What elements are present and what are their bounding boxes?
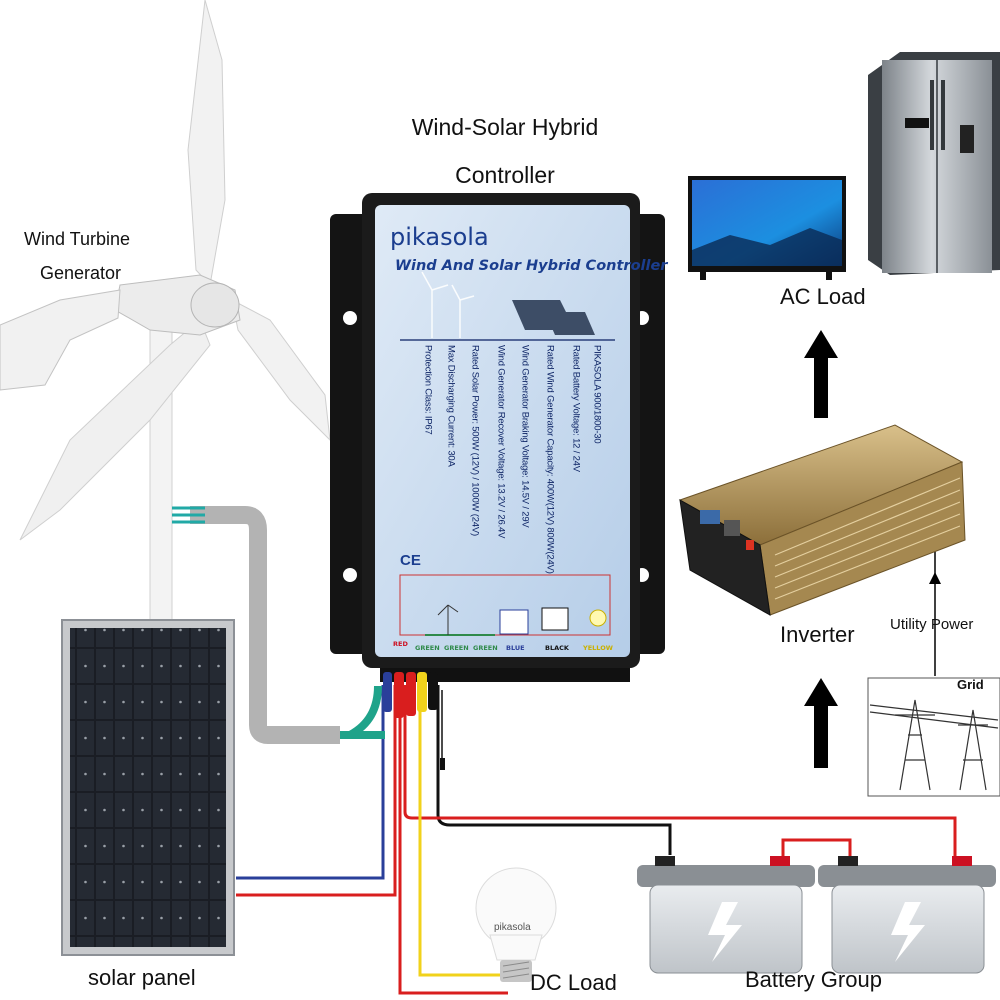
battery-2 bbox=[818, 856, 996, 974]
terminal-red: RED bbox=[393, 640, 408, 648]
wind-turbine-label-line1: Wind Turbine bbox=[24, 229, 131, 249]
spec-protection-class: Protection Class: IP67 bbox=[422, 345, 434, 435]
inverter bbox=[678, 424, 966, 616]
spec-recover-voltage: Wind Generator Recover Voltage: 13.2V / … bbox=[495, 345, 507, 539]
turbine-hub bbox=[190, 282, 240, 328]
wire-red-dcload bbox=[398, 685, 508, 995]
utility-power-label: Utility Power bbox=[890, 616, 974, 633]
wire-red-solar bbox=[236, 685, 397, 897]
wire-black bbox=[436, 685, 672, 855]
light-bulb bbox=[475, 867, 557, 982]
turbine-blade-right bbox=[231, 299, 331, 442]
terminal-blue: BLUE bbox=[506, 644, 525, 652]
grid-label: Grid bbox=[957, 677, 984, 692]
terminal-black: BLACK bbox=[545, 644, 569, 652]
terminal-green-1: GREEN bbox=[415, 644, 440, 652]
solar-panel bbox=[61, 619, 235, 956]
wires bbox=[236, 672, 957, 995]
battery-1 bbox=[637, 856, 815, 974]
controller-brand: pikasola bbox=[390, 223, 489, 251]
spec-model: PIKASOLA 900/1800-30 bbox=[591, 345, 603, 444]
inverter-label: Inverter bbox=[780, 622, 855, 647]
wire-blue-solar bbox=[236, 685, 385, 880]
wire-red-link bbox=[781, 838, 852, 860]
turbine-tail bbox=[0, 289, 121, 391]
wind-turbine-label-line2: Generator bbox=[40, 263, 122, 283]
wire-red-battery bbox=[403, 685, 957, 860]
diagram-title-line2: Controller bbox=[455, 162, 555, 188]
refrigerator bbox=[868, 52, 1000, 275]
diagram-title-line1: Wind-Solar Hybrid bbox=[411, 114, 599, 140]
ce-mark: CE bbox=[400, 552, 421, 569]
arrow-up-inverter bbox=[804, 678, 838, 768]
terminal-green-3: GREEN bbox=[473, 644, 498, 652]
spec-max-current: Max Discharging Current: 30A bbox=[445, 345, 457, 467]
dc-load-label: DC Load bbox=[530, 970, 617, 995]
spec-wind-capacity: Rated Wind Generator Capacity: 400W(12V)… bbox=[544, 345, 556, 574]
arrow-up-ac bbox=[804, 330, 838, 418]
solar-panel-label: solar panel bbox=[88, 965, 196, 990]
battery-group-label: Battery Group bbox=[745, 967, 882, 992]
ac-load-label: AC Load bbox=[780, 284, 866, 309]
turbine-blade-left bbox=[19, 319, 211, 541]
panel-wind-icon bbox=[421, 271, 475, 338]
grid-tower bbox=[867, 677, 1000, 797]
controller-box bbox=[330, 193, 665, 682]
spec-solar-power: Rated Solar Power: 500W (12V) / 1000W (2… bbox=[469, 345, 481, 536]
terminal-block bbox=[380, 668, 630, 682]
wind-cable-wires bbox=[172, 506, 205, 524]
controller-subtitle: Wind And Solar Hybrid Controller bbox=[395, 258, 668, 274]
panel-wiring-diagram bbox=[399, 574, 611, 636]
spec-battery-voltage: Rated Battery Voltage: 12 / 24V bbox=[570, 345, 582, 472]
panel-solar-icon bbox=[512, 300, 595, 335]
terminal-yellow: YELLOW bbox=[583, 644, 613, 652]
spec-braking-voltage: Wind Generator Braking Voltage: 14.5V / … bbox=[519, 345, 531, 528]
wind-turbine bbox=[0, 0, 331, 636]
terminal-green-2: GREEN bbox=[444, 644, 469, 652]
tv bbox=[688, 176, 846, 280]
turbine-blade-top bbox=[187, 0, 226, 287]
wire-yellow-dcload bbox=[418, 685, 505, 977]
bulb-brand: pikasola bbox=[494, 922, 531, 933]
wind-cable bbox=[190, 506, 340, 744]
